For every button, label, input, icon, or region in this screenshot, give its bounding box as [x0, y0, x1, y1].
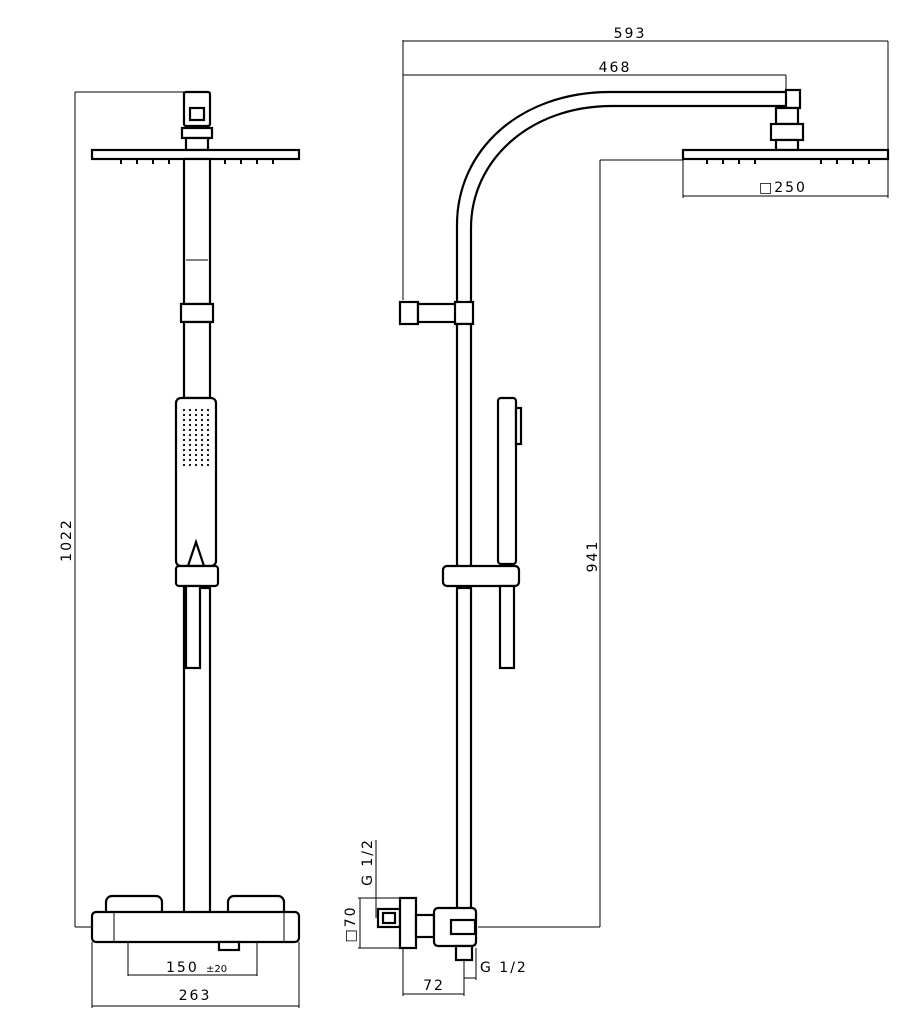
top-dimensions: [402, 40, 889, 300]
nozzle-dot: [200, 458, 204, 462]
nozzle-dot: [206, 463, 210, 467]
height-dimension: [74, 91, 185, 928]
shower-arm: [455, 88, 802, 302]
dim-inlet-bottom: G 1/2: [480, 960, 528, 976]
nozzle-dot: [188, 428, 192, 432]
nozzle-dot: [182, 428, 186, 432]
nozzle-dot: [188, 458, 192, 462]
nozzle-dot: [206, 443, 210, 447]
dim-head-size: □250: [759, 180, 807, 196]
nozzle-dot: [206, 458, 210, 462]
nozzle-dot: [188, 418, 192, 422]
nozzle-dot: [182, 408, 186, 412]
nozzle-dot: [182, 413, 186, 417]
nozzle-dot: [200, 448, 204, 452]
nozzle-dot: [188, 413, 192, 417]
nozzle-dot: [200, 413, 204, 417]
nozzle-dot: [194, 458, 198, 462]
nozzle-dot: [188, 443, 192, 447]
nozzle-dot: [188, 423, 192, 427]
nozzle-dot: [182, 448, 186, 452]
side-dimensions: [358, 840, 477, 996]
nozzle-dot: [188, 438, 192, 442]
nozzle-dot: [194, 433, 198, 437]
dim-total-height: 1022: [59, 518, 75, 562]
side-view: 593 468 □250: [343, 26, 890, 996]
wall-bracket: [398, 300, 475, 326]
hand-shower-side: [441, 396, 523, 670]
nozzle-dot: [206, 408, 210, 412]
dim-mixer-width: 263: [179, 988, 212, 1004]
nozzle-dot: [182, 418, 186, 422]
nozzle-dot: [200, 423, 204, 427]
dim-offset: 72: [423, 978, 445, 994]
nozzle-dot: [182, 433, 186, 437]
nozzle-dot: [206, 418, 210, 422]
dim-centres: 150: [166, 960, 199, 976]
nozzle-dot: [200, 438, 204, 442]
bottom-dimensions: [91, 942, 300, 1008]
nozzle-dot: [200, 418, 204, 422]
bar-height-dimension: [478, 159, 683, 928]
nozzle-dot: [200, 428, 204, 432]
nozzle-dot: [194, 418, 198, 422]
nozzle-dot: [200, 453, 204, 457]
nozzle-dot: [206, 423, 210, 427]
nozzle-dot: [194, 408, 198, 412]
nozzle-dot: [182, 438, 186, 442]
thermostatic-mixer-side: [376, 896, 478, 962]
shower-head-connector-side: [769, 106, 805, 152]
hand-shower-front: [174, 396, 220, 670]
nozzle-dot: [206, 453, 210, 457]
nozzle-dot: [206, 428, 210, 432]
nozzle-dot: [194, 413, 198, 417]
nozzle-dot: [206, 413, 210, 417]
nozzle-dot: [188, 408, 192, 412]
dim-arm-length: 468: [599, 60, 632, 76]
nozzle-dot: [194, 463, 198, 467]
dim-body-depth: □70: [343, 905, 359, 942]
nozzle-dot: [200, 443, 204, 447]
nozzle-dot: [206, 433, 210, 437]
nozzle-dot: [194, 448, 198, 452]
nozzle-dot: [194, 453, 198, 457]
nozzle-dot: [188, 448, 192, 452]
nozzle-dot: [200, 463, 204, 467]
thermostatic-mixer-front: [90, 894, 301, 952]
nozzle-dot: [188, 433, 192, 437]
nozzle-dot: [188, 453, 192, 457]
front-view: 1022: [59, 90, 301, 1008]
nozzle-dot: [188, 463, 192, 467]
nozzle-dot: [200, 433, 204, 437]
nozzle-dot: [206, 438, 210, 442]
nozzle-dot: [200, 408, 204, 412]
nozzle-dot: [194, 428, 198, 432]
nozzle-dot: [194, 438, 198, 442]
nozzle-dot: [194, 443, 198, 447]
dim-inlet-top: G 1/2: [360, 838, 376, 886]
dim-centres-tolerance: ±20: [206, 964, 227, 975]
riser-pipe-side: [455, 322, 473, 914]
shower-head-side: [681, 148, 890, 198]
dim-bar-height: 941: [585, 540, 601, 573]
nozzle-dot: [182, 458, 186, 462]
nozzle-dot: [182, 423, 186, 427]
nozzle-dot: [182, 453, 186, 457]
nozzle-dot: [206, 448, 210, 452]
nozzle-dot: [182, 443, 186, 447]
shower-head-connector: [180, 90, 214, 152]
dim-total-width: 593: [614, 26, 647, 42]
nozzle-dot: [194, 423, 198, 427]
nozzle-dot: [182, 463, 186, 467]
